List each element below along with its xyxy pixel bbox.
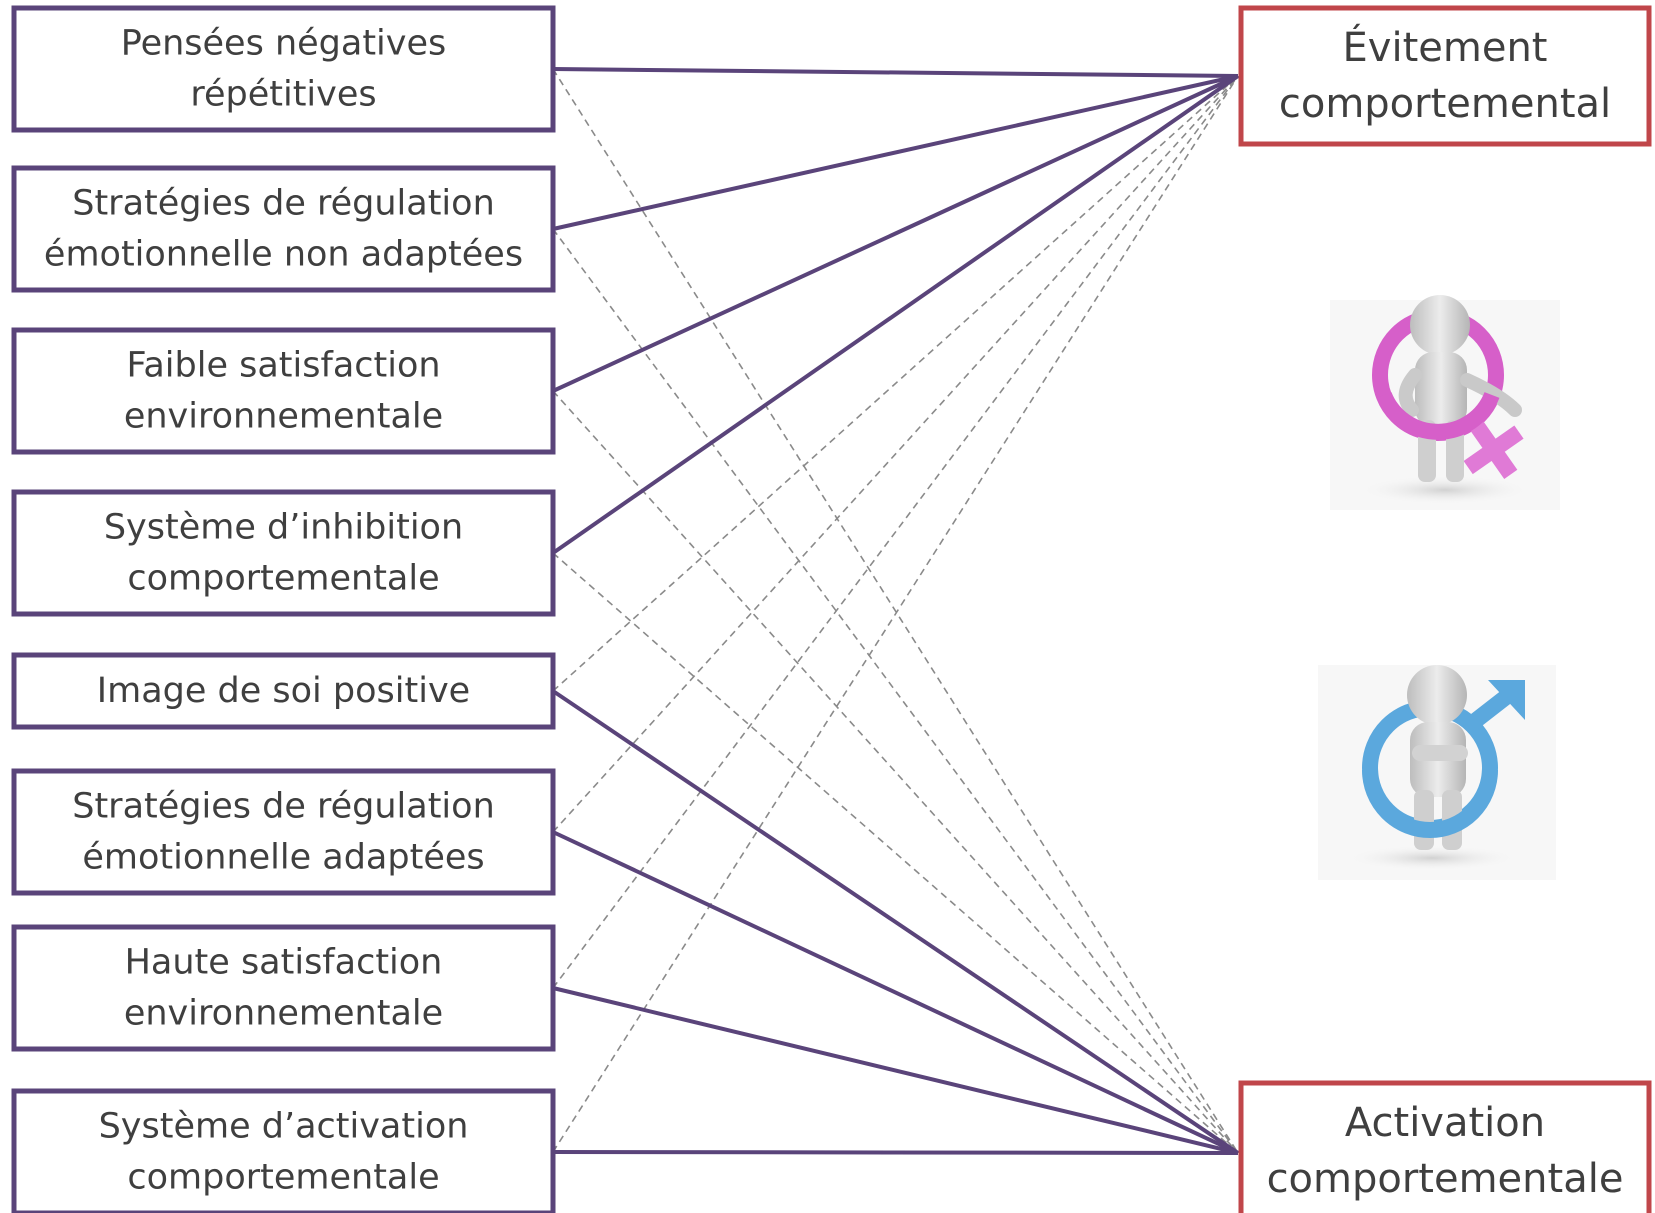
predictor-box-p8: Système d’activation comportementale — [11, 1088, 556, 1213]
predictor-box-p5: Image de soi positive — [11, 652, 556, 730]
predictor-box-frame — [11, 768, 556, 896]
predictor-box-p7: Haute satisfaction environnementale — [11, 924, 556, 1052]
predictor-box-p1: Pensées négatives répétitives — [11, 5, 556, 133]
predictor-label-line: Stratégies de régulation — [72, 787, 495, 827]
outcome-label-line: comportemental — [1279, 81, 1611, 127]
dashed-connection-p1-activation — [552, 68, 1239, 1154]
predictor-label-line: Faible satisfaction — [126, 346, 440, 386]
female-figure-icon — [1330, 295, 1560, 510]
solid-connections — [551, 67, 1240, 1155]
predictor-label-line: Système d’inhibition — [104, 508, 463, 548]
solid-connection-p4-evitement — [551, 74, 1240, 555]
solid-connection-p8-activation — [552, 1150, 1239, 1155]
male-figure-icon — [1318, 665, 1556, 880]
predictor-label-line: comportementale — [127, 1158, 439, 1198]
predictor-label-line: environnementale — [124, 994, 443, 1034]
solid-connection-p5-activation — [551, 689, 1240, 1155]
dashed-connection-p6-evitement — [552, 75, 1239, 833]
dashed-connection-p4-activation — [552, 552, 1239, 1154]
predictor-box-frame — [11, 652, 556, 730]
outcome-box-evitement: Évitement comportemental — [1238, 5, 1652, 147]
dashed-connection-p8-evitement — [552, 75, 1239, 1153]
outcome-label-line: Activation — [1345, 1100, 1545, 1146]
solid-connection-p3-evitement — [552, 74, 1239, 393]
outcome-box-activation: Activation comportementale — [1238, 1080, 1652, 1213]
solid-connection-p7-activation — [552, 986, 1239, 1155]
predictor-label-line: émotionnelle non adaptées — [44, 235, 523, 275]
predictor-box-p3: Faible satisfaction environnementale — [11, 327, 556, 455]
predictor-box-p4: Système d’inhibition comportementale — [11, 489, 556, 617]
predictor-label-line: Image de soi positive — [97, 671, 470, 711]
dashed-connections — [552, 68, 1239, 1154]
predictor-label-line: environnementale — [124, 397, 443, 437]
predictor-box-p6: Stratégies de régulation émotionnelle ada… — [11, 768, 556, 896]
outcome-box-frame — [1238, 5, 1652, 147]
predictor-label-line: Pensées négatives — [121, 24, 447, 64]
predictor-label-line: Système d’activation — [99, 1107, 469, 1147]
solid-connection-p6-activation — [552, 830, 1239, 1155]
predictor-box-frame — [11, 5, 556, 133]
predictor-label-line: Stratégies de régulation — [72, 184, 495, 224]
dashed-connection-p5-evitement — [552, 75, 1239, 692]
solid-connection-p2-evitement — [552, 74, 1239, 231]
dashed-connection-p3-activation — [552, 390, 1239, 1154]
predictor-label-line: comportementale — [127, 559, 439, 599]
predictor-label-line: émotionnelle adaptées — [82, 838, 484, 878]
predictor-box-frame — [11, 1088, 556, 1213]
predictor-label-line: Haute satisfaction — [125, 943, 443, 983]
predictor-box-frame — [11, 489, 556, 617]
outcome-label-line: comportementale — [1267, 1156, 1624, 1202]
solid-connection-p1-evitement — [552, 67, 1239, 78]
predictor-box-frame — [11, 327, 556, 455]
outcome-label-line: Évitement — [1343, 23, 1548, 71]
predictor-box-p2: Stratégies de régulation émotionnelle non… — [11, 165, 556, 293]
predictor-box-frame — [11, 165, 556, 293]
outcome-box-frame — [1238, 1080, 1652, 1213]
dashed-connection-p7-evitement — [552, 75, 1239, 989]
predictor-label-line: répétitives — [190, 75, 376, 115]
predictor-box-frame — [11, 924, 556, 1052]
